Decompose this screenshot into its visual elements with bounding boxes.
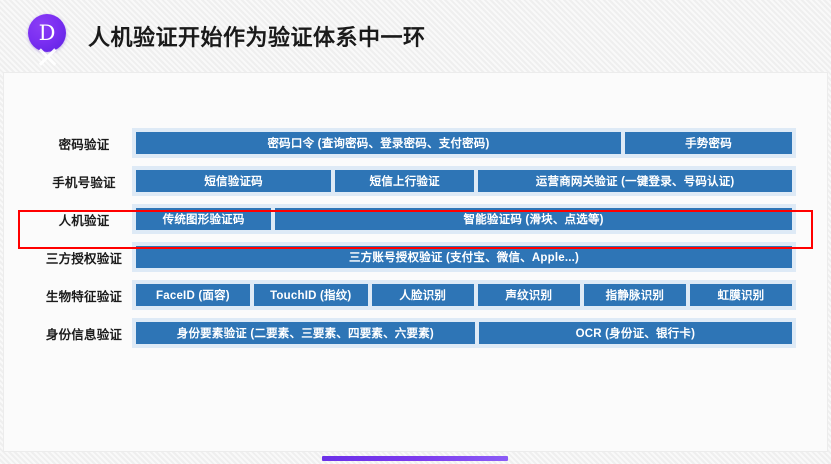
matrix-row: 密码验证 密码口令 (查询密码、登录密码、支付密码)手势密码 bbox=[36, 128, 796, 158]
matrix-chip[interactable]: 传统图形验证码 bbox=[136, 208, 272, 230]
matrix-row: 手机号验证 短信验证码短信上行验证运营商网关验证 (一键登录、号码认证) bbox=[36, 166, 796, 196]
matrix-chip[interactable]: 虹膜识别 bbox=[689, 284, 792, 306]
slide-progress-bar bbox=[322, 456, 508, 461]
matrix-chip[interactable]: 三方账号授权验证 (支付宝、微信、Apple...) bbox=[136, 246, 792, 268]
matrix-row-label: 密码验证 bbox=[58, 137, 110, 152]
matrix-chip[interactable]: 运营商网关验证 (一键登录、号码认证) bbox=[478, 170, 793, 192]
matrix-chip[interactable]: 身份要素验证 (二要素、三要素、四要素、六要素) bbox=[136, 322, 475, 344]
matrix-row-track: 传统图形验证码智能验证码 (滑块、点选等) bbox=[132, 204, 796, 234]
matrix-row-track: FaceID (面容)TouchID (指纹)人脸识别声纹识别指静脉识别虹膜识别 bbox=[132, 280, 796, 310]
matrix-chip[interactable]: FaceID (面容) bbox=[136, 284, 250, 306]
page-title: 人机验证开始作为验证体系中一环 bbox=[88, 25, 426, 50]
matrix-row: 生物特征验证 FaceID (面容)TouchID (指纹)人脸识别声纹识别指静脉… bbox=[36, 280, 796, 310]
matrix-row-label: 三方授权验证 bbox=[45, 251, 123, 266]
matrix-chip[interactable]: 人脸识别 bbox=[371, 284, 474, 306]
matrix-chip[interactable]: 短信验证码 bbox=[136, 170, 332, 192]
matrix-chip[interactable]: 手势密码 bbox=[625, 132, 792, 154]
matrix-chip[interactable]: 指静脉识别 bbox=[583, 284, 686, 306]
matrix-chip[interactable]: 智能验证码 (滑块、点选等) bbox=[275, 208, 792, 230]
matrix-chip[interactable]: 短信上行验证 bbox=[335, 170, 475, 192]
brand-logo: D ✕ bbox=[28, 14, 72, 74]
verification-matrix: 密码验证 密码口令 (查询密码、登录密码、支付密码)手势密码手机号验证 短信验证码短… bbox=[36, 128, 796, 348]
matrix-row-track: 三方账号授权验证 (支付宝、微信、Apple...) bbox=[132, 242, 796, 272]
matrix-row-label: 生物特征验证 bbox=[45, 289, 123, 304]
matrix-row-track: 短信验证码短信上行验证运营商网关验证 (一键登录、号码认证) bbox=[132, 166, 796, 196]
matrix-row-track: 身份要素验证 (二要素、三要素、四要素、六要素)OCR (身份证、银行卡) bbox=[132, 318, 796, 348]
matrix-row: 人机验证 传统图形验证码智能验证码 (滑块、点选等) bbox=[36, 204, 796, 234]
matrix-chip[interactable]: OCR (身份证、银行卡) bbox=[478, 322, 792, 344]
matrix-row-label: 身份信息验证 bbox=[45, 327, 123, 342]
matrix-row-label: 人机验证 bbox=[58, 213, 110, 228]
matrix-row-track: 密码口令 (查询密码、登录密码、支付密码)手势密码 bbox=[132, 128, 796, 158]
logo-cross-icon: ✕ bbox=[35, 42, 61, 75]
matrix-row-label: 手机号验证 bbox=[52, 175, 116, 190]
matrix-row: 三方授权验证三方账号授权验证 (支付宝、微信、Apple...) bbox=[36, 242, 796, 272]
matrix-chip[interactable]: 密码口令 (查询密码、登录密码、支付密码) bbox=[136, 132, 621, 154]
matrix-row: 身份信息验证身份要素验证 (二要素、三要素、四要素、六要素)OCR (身份证、银… bbox=[36, 318, 796, 348]
matrix-chip[interactable]: 声纹识别 bbox=[477, 284, 580, 306]
matrix-chip[interactable]: TouchID (指纹) bbox=[253, 284, 368, 306]
slide-header: D ✕ 人机验证开始作为验证体系中一环 bbox=[0, 0, 831, 74]
